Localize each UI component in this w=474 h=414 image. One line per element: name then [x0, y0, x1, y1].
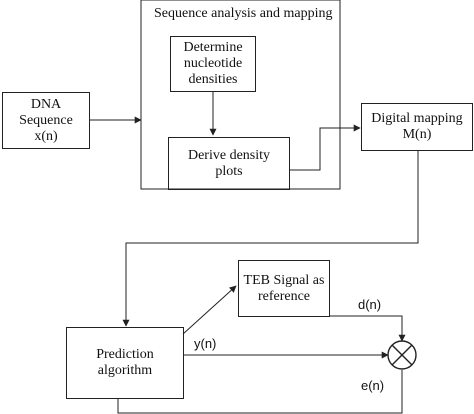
comparator-icon	[387, 340, 417, 370]
arrow-prediction-to-teb	[182, 285, 237, 335]
signal-y-label: y(n)	[194, 336, 217, 351]
group-title: Sequence analysis and mapping	[154, 6, 333, 21]
feedback-error-line	[117, 370, 403, 414]
arrow-teb-to-comparator	[329, 315, 406, 342]
signal-e-label: e(n)	[361, 378, 385, 393]
teb-signal-box: TEB Signal as reference	[238, 260, 330, 317]
digital-mapping-box: Digital mapping M(n)	[361, 103, 473, 151]
dna-sequence-box: DNA Sequence x(n)	[2, 92, 90, 149]
arrow-plots-to-mapping	[290, 124, 361, 171]
signal-d-label: d(n)	[358, 297, 382, 312]
nucleotide-density-box: Determine nucleotide densities	[170, 36, 256, 92]
arrow-mapping-to-prediction	[122, 150, 419, 327]
density-plots-box: Derive density plots	[168, 137, 290, 190]
prediction-algorithm-box: Prediction algorithm	[66, 327, 184, 399]
